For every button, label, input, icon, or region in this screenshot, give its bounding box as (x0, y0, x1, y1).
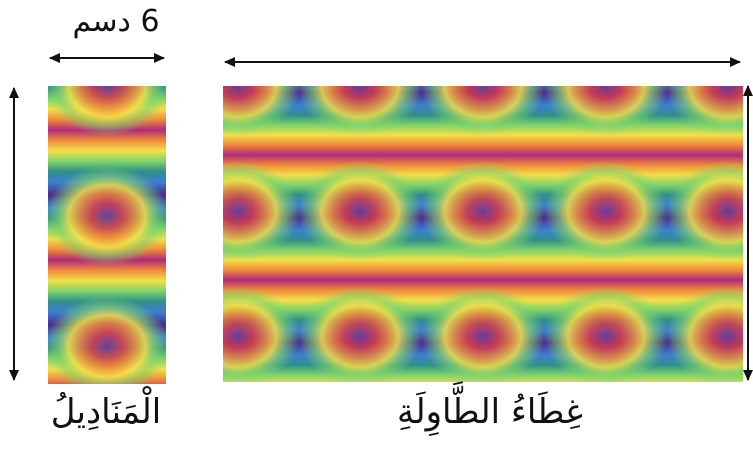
pattern-ring (544, 86, 668, 136)
pattern-ring (666, 161, 743, 261)
pattern-ring (666, 286, 743, 382)
pattern-ring (544, 161, 668, 261)
napkin-width-label: 6 دسم (72, 4, 160, 39)
pattern-ring (421, 86, 545, 136)
pattern-ring (666, 86, 743, 136)
pattern-ring (298, 161, 422, 261)
pattern-ring (298, 86, 422, 136)
pattern-ring (421, 161, 545, 261)
pattern-ring (48, 166, 166, 266)
tablecloth-pattern (223, 86, 743, 382)
pattern-ring (544, 286, 668, 382)
pattern-ring (223, 286, 300, 382)
napkin-label: الْمَنَادِيلُ (50, 392, 162, 432)
pattern-ring (223, 86, 300, 136)
pattern-ring (298, 286, 422, 382)
pattern-ring (223, 161, 300, 261)
napkin-pattern (48, 86, 166, 384)
pattern-ring (421, 286, 545, 382)
pattern-ring (48, 296, 166, 384)
pattern-ring (48, 86, 166, 136)
tablecloth-label: غِطَاءُ الطَّاوِلَةِ (397, 392, 583, 432)
